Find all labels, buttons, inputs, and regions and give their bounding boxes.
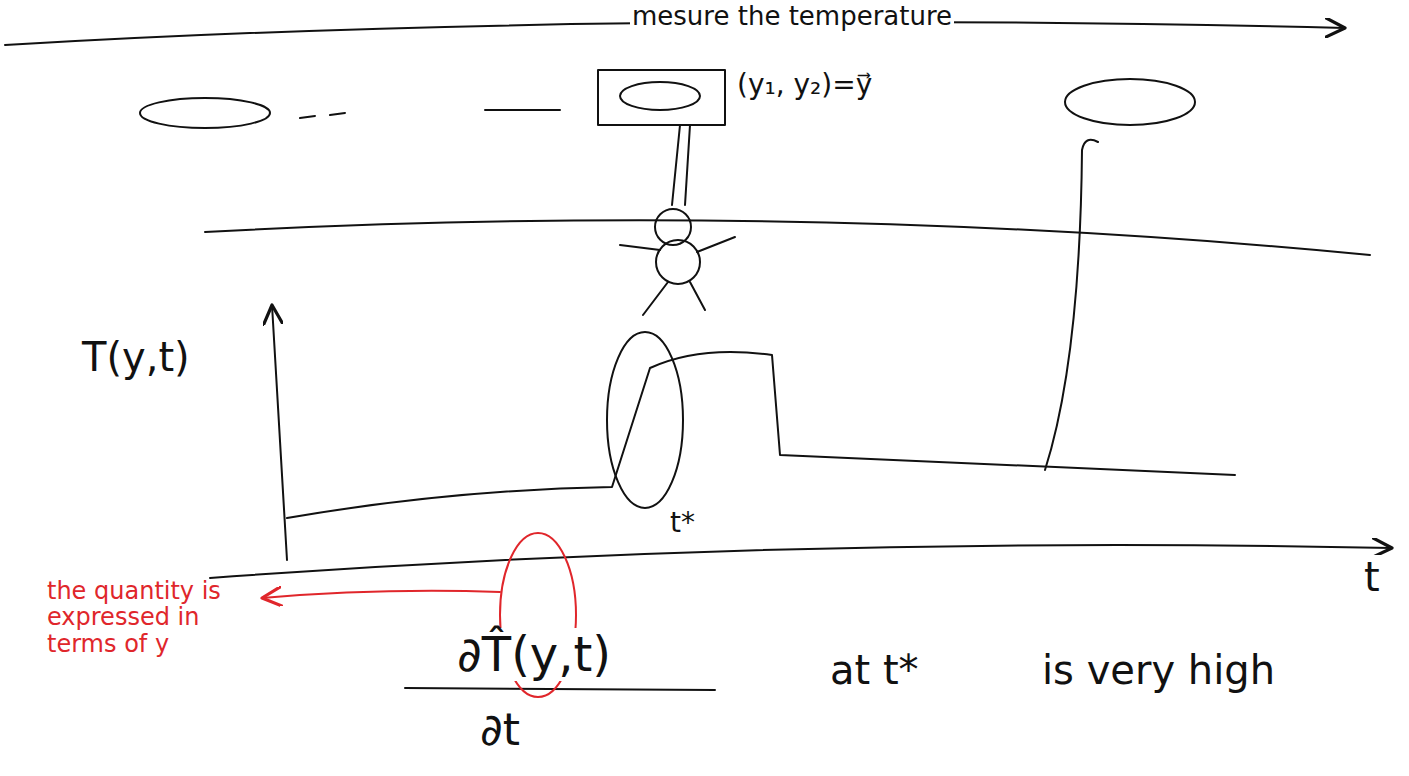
- y-axis: [272, 305, 287, 560]
- axis-label: t: [1362, 555, 1382, 599]
- axis-label: T(y,t): [80, 335, 192, 379]
- formula-numerator: ∂T̂(y,t): [455, 628, 613, 681]
- sensor-ellipse: [140, 98, 270, 128]
- sensor-ellipse: [620, 82, 700, 110]
- formula-text: is very high: [1040, 648, 1277, 692]
- formula-denominator: ∂t: [478, 706, 522, 754]
- x-axis: [210, 545, 1392, 578]
- note-text: mesure the temperature: [630, 2, 954, 31]
- formula-text: at t*: [828, 648, 921, 692]
- sensor-box: [598, 70, 725, 125]
- dash: [300, 113, 345, 118]
- dash: [485, 109, 560, 111]
- sensor-ellipse: [1065, 79, 1195, 125]
- person-body: [656, 240, 700, 284]
- highlight-ellipse: [607, 332, 683, 508]
- time-mark: t*: [668, 508, 697, 539]
- fraction-line: [405, 688, 715, 690]
- wire: [672, 125, 690, 205]
- leader-line: [1045, 140, 1098, 470]
- coordinate-label: (y₁, y₂)=y⃗: [735, 70, 874, 101]
- temperature-curve: [287, 352, 1235, 518]
- annotation-text: the quantity is expressed in terms of y: [45, 578, 249, 657]
- road-line: [205, 220, 1370, 255]
- person-limbs: [620, 237, 735, 315]
- red-arrow: [262, 591, 500, 598]
